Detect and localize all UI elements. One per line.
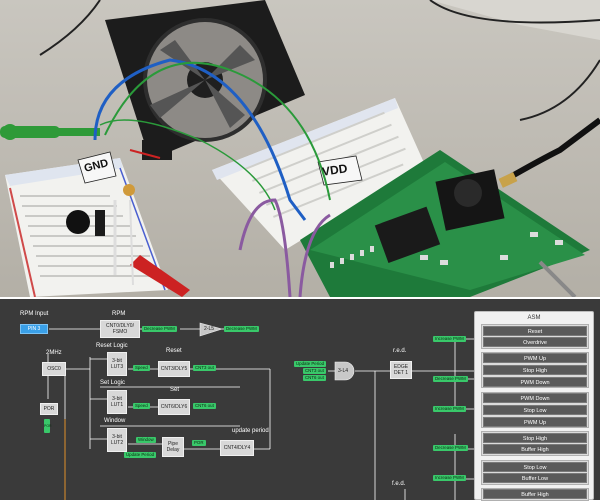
cnt6-out-tag: CNT6 out xyxy=(193,403,216,409)
asm-button-buffer-high-2[interactable]: Buffer High xyxy=(483,489,587,499)
cnt3-block[interactable]: CNT3/DLY5 xyxy=(158,361,190,377)
update-period-in-tag: Update Period xyxy=(294,361,327,367)
and-gate-label: 3-L4 xyxy=(338,368,349,374)
cnt3-out-in-tag: CNT3 out xyxy=(303,368,326,374)
red-label: r.e.d. xyxy=(393,348,407,354)
rpm-input-label: RPM Input xyxy=(20,311,49,317)
reset-label: Reset xyxy=(166,348,182,354)
lut-reset-block[interactable]: 3-bit LUT3 xyxy=(107,352,127,376)
update-period-label: update period xyxy=(232,428,269,434)
edge-detect-block[interactable]: EDGE DET 1 xyxy=(390,361,412,379)
por-block[interactable]: POR xyxy=(40,403,58,415)
mhz-label: 2MHz xyxy=(46,350,62,356)
window-label: Window xyxy=(104,418,126,424)
asm-button-pwm-down[interactable]: PWM Down xyxy=(483,377,587,387)
update-period-tag: Update Period xyxy=(124,452,157,458)
asm-button-pwm-down-2[interactable]: PWM Down xyxy=(483,393,587,403)
osc-block[interactable]: OSC0 xyxy=(42,362,66,376)
asm-button-pwm-up[interactable]: PWM Up xyxy=(483,353,587,363)
asm-button-buffer-low[interactable]: Buffer Low xyxy=(483,473,587,483)
asm-button-buffer-high[interactable]: Buffer High xyxy=(483,444,587,454)
asm-button-pwm-up-2[interactable]: PWM Up xyxy=(483,417,587,427)
right-tag-3: Decrease PWM xyxy=(433,445,468,451)
lut-set-block[interactable]: 3-bit LUT1 xyxy=(107,390,127,414)
green-dev-board xyxy=(300,150,590,297)
cnt3-speed-tag: Speed xyxy=(133,365,150,371)
cnt4-block[interactable]: CNT4/DLY4 xyxy=(220,440,254,456)
two-lut-label: 2-L5 xyxy=(204,326,215,332)
vdd-label xyxy=(317,155,363,186)
asm-title: ASM xyxy=(527,315,541,321)
photo-illustration xyxy=(0,0,600,297)
cnt6-block[interactable]: CNT6/DLY6 xyxy=(158,399,190,415)
decrease-pwm-tag-1: Decrease PWM xyxy=(142,326,177,332)
asm-button-stop-low[interactable]: Stop Low xyxy=(483,405,587,415)
right-tag-1: Decrease PWM xyxy=(433,376,468,382)
reset-logic-label: Reset Logic xyxy=(96,343,128,349)
green-probe-clip xyxy=(0,124,100,140)
hardware-photo: GND VDD xyxy=(0,0,600,297)
right-tag-0: Increase PWM xyxy=(433,336,466,342)
cnt6-speed-tag: Speed xyxy=(133,403,150,409)
fan xyxy=(105,0,305,160)
lut-window-block[interactable]: 3-bit LUT2 xyxy=(107,428,127,452)
asm-button-stop-low-2[interactable]: Stop Low xyxy=(483,462,587,472)
asm-panel: ASM Reset Overdrive PWM Up Stop High PWM… xyxy=(474,311,594,501)
right-breadboard xyxy=(212,98,425,250)
right-tag-2: Increase PWM xyxy=(433,406,466,412)
window-tag: Window xyxy=(136,437,156,443)
asm-button-overdrive[interactable]: Overdrive xyxy=(483,337,587,347)
cnt6-out-in-tag: CNT6 out xyxy=(303,375,326,381)
set-label: Set xyxy=(170,387,180,393)
set-logic-label: Set Logic xyxy=(100,380,126,386)
right-tag-4: Increase PWM xyxy=(433,475,466,481)
por-tag: POR xyxy=(44,419,52,433)
asm-button-stop-high[interactable]: Stop High xyxy=(483,365,587,375)
decrease-pwm-tag-2: Decrease PWM xyxy=(224,326,259,332)
fed-label: f.e.d. xyxy=(392,481,406,487)
rpm-block-title: RPM xyxy=(112,311,126,317)
pin3-input[interactable]: PIN 3 xyxy=(20,324,48,334)
gnd-label xyxy=(77,151,117,184)
cnt3-out-tag: CNT3 out xyxy=(193,365,216,371)
pipe-delay-block[interactable]: Pipe Delay xyxy=(162,437,184,457)
rpm-counter-block[interactable]: CNT0/DLY0/ FSMO xyxy=(100,320,140,338)
por-tag-2: POR xyxy=(192,440,206,446)
asm-button-stop-high-2[interactable]: Stop High xyxy=(483,433,587,443)
asm-button-reset[interactable]: Reset xyxy=(483,326,587,336)
